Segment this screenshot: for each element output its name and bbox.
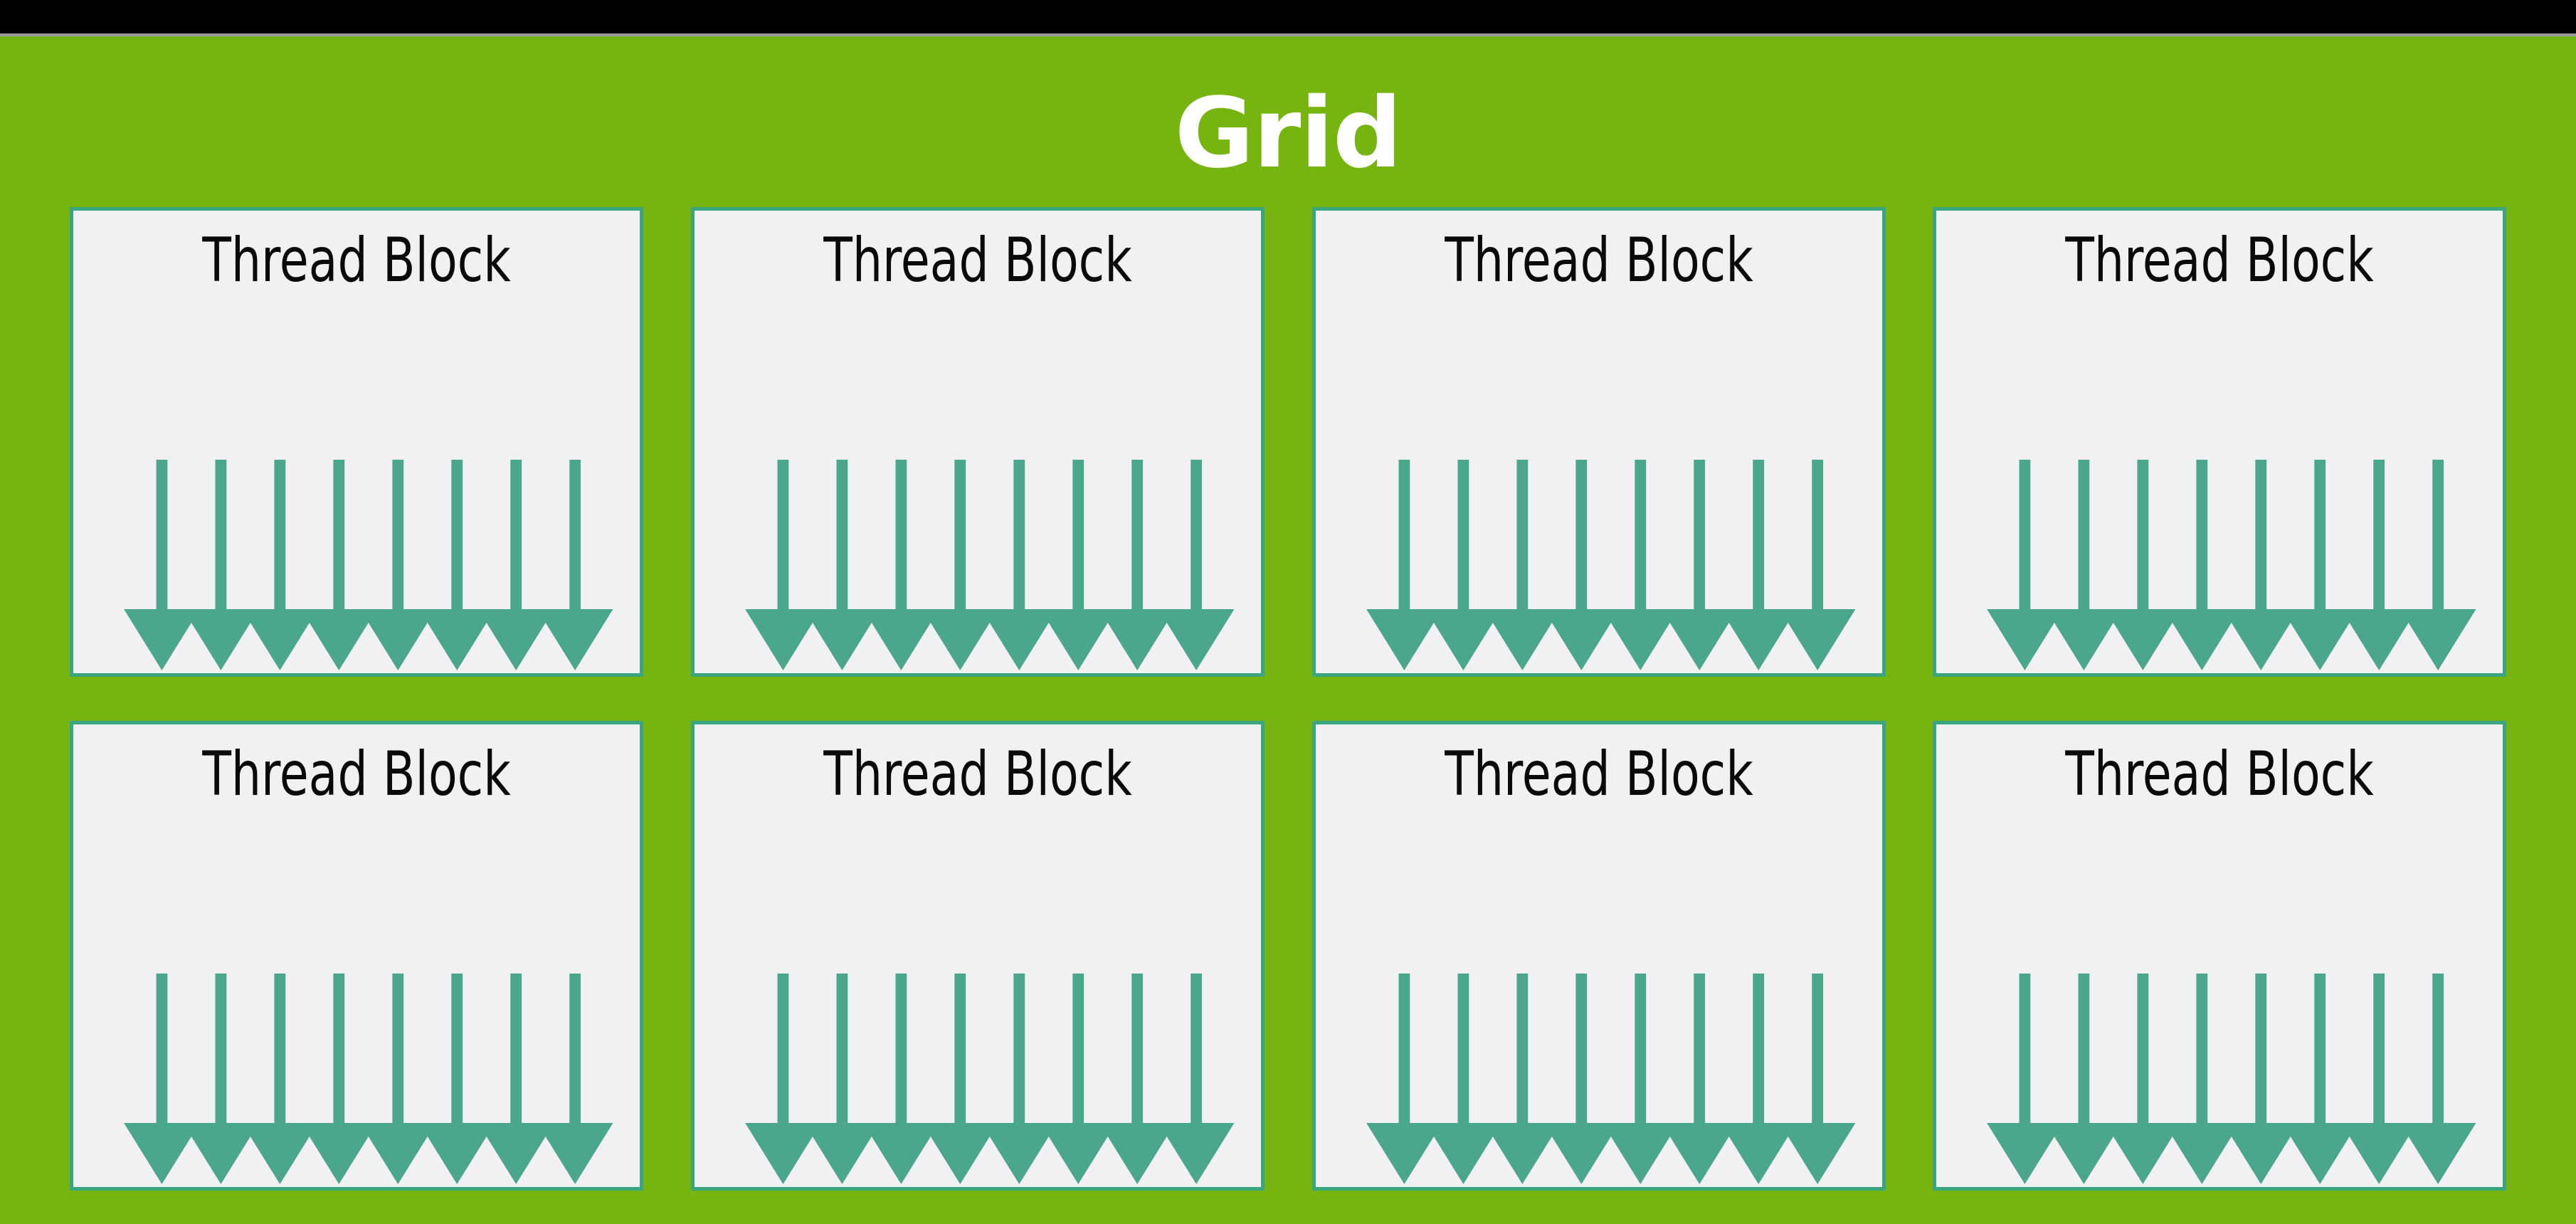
thread-arrow-group (1936, 460, 2503, 673)
thread-arrow-icon (1040, 460, 1117, 670)
thread-arrow-icon (1661, 460, 1738, 670)
thread-block-label: Thread Block (823, 225, 1132, 296)
top-black-bar (0, 0, 2576, 33)
thread-arrow-icon (359, 460, 436, 670)
thread-arrow-icon (1779, 974, 1856, 1184)
thread-arrow-icon (1158, 974, 1235, 1184)
thread-block-card[interactable]: Thread Block (1933, 721, 2506, 1191)
thread-arrow-icon (1543, 460, 1620, 670)
thread-arrow-icon (922, 974, 998, 1184)
thread-arrow-icon (300, 974, 377, 1184)
thread-arrow-icon (2340, 460, 2417, 670)
thread-arrow-group (73, 974, 640, 1187)
thread-block-card[interactable]: Thread Block (70, 721, 643, 1191)
thread-block-card[interactable]: Thread Block (691, 207, 1265, 677)
thread-arrow-icon (1158, 460, 1235, 670)
thread-arrow-icon (2163, 974, 2240, 1184)
thread-block-label: Thread Block (1445, 225, 1753, 296)
thread-arrow-icon (242, 460, 318, 670)
thread-block-label: Thread Block (1445, 739, 1753, 810)
thread-arrow-icon (2281, 974, 2358, 1184)
thread-arrow-icon (863, 460, 939, 670)
thread-arrow-icon (1779, 460, 1856, 670)
thread-arrow-icon (1720, 974, 1797, 1184)
thread-block-row: Thread Block (70, 207, 2506, 677)
thread-arrow-icon (183, 974, 259, 1184)
thread-arrow-icon (300, 460, 377, 670)
thread-arrow-icon (1987, 460, 2063, 670)
thread-block-row: Thread Block (70, 721, 2506, 1191)
thread-arrow-icon (2046, 974, 2122, 1184)
thread-arrow-group (73, 460, 640, 673)
thread-arrow-icon (1720, 460, 1797, 670)
thread-arrow-icon (2281, 460, 2358, 670)
thread-arrow-icon (1484, 974, 1561, 1184)
thread-arrow-icon (981, 974, 1057, 1184)
thread-arrow-icon (2340, 974, 2417, 1184)
thread-arrow-icon (124, 974, 200, 1184)
thread-arrow-icon (1366, 460, 1442, 670)
thread-arrow-icon (183, 460, 259, 670)
thread-block-card[interactable]: Thread Block (691, 721, 1265, 1191)
thread-arrow-icon (418, 974, 495, 1184)
thread-arrow-icon (537, 460, 613, 670)
thread-arrow-icon (2222, 460, 2299, 670)
thread-block-card[interactable]: Thread Block (1312, 721, 1886, 1191)
thread-block-label: Thread Block (202, 225, 511, 296)
thread-arrow-icon (242, 974, 318, 1184)
thread-block-label: Thread Block (2065, 739, 2374, 810)
top-divider-rule (0, 33, 2576, 36)
thread-arrow-icon (1425, 974, 1501, 1184)
thread-arrow-group (1936, 974, 2503, 1187)
thread-arrow-icon (1040, 974, 1117, 1184)
thread-arrow-icon (1425, 460, 1501, 670)
thread-arrow-group (695, 974, 1261, 1187)
thread-block-card[interactable]: Thread Block (1312, 207, 1886, 677)
thread-arrow-icon (1099, 460, 1176, 670)
thread-arrow-icon (359, 974, 436, 1184)
thread-arrow-icon (863, 974, 939, 1184)
thread-arrow-icon (2400, 974, 2476, 1184)
thread-arrow-icon (804, 460, 880, 670)
thread-arrow-icon (1602, 460, 1679, 670)
grid-container: Grid Thread Block (0, 36, 2576, 1224)
thread-arrow-icon (745, 460, 821, 670)
thread-arrow-group (1316, 974, 1882, 1187)
thread-arrow-group (1316, 460, 1882, 673)
thread-block-label: Thread Block (2065, 225, 2374, 296)
thread-block-card[interactable]: Thread Block (1933, 207, 2506, 677)
thread-arrow-icon (1543, 974, 1620, 1184)
thread-arrow-icon (2400, 460, 2476, 670)
thread-arrow-group (695, 460, 1261, 673)
thread-arrow-icon (2163, 460, 2240, 670)
thread-arrow-icon (477, 460, 554, 670)
thread-block-card[interactable]: Thread Block (70, 207, 643, 677)
thread-arrow-icon (745, 974, 821, 1184)
thread-arrow-icon (2046, 460, 2122, 670)
thread-arrow-icon (922, 460, 998, 670)
thread-arrow-icon (2222, 974, 2299, 1184)
thread-arrow-icon (1366, 974, 1442, 1184)
thread-arrow-icon (418, 460, 495, 670)
thread-arrow-icon (804, 974, 880, 1184)
thread-block-area: Thread Block (70, 207, 2506, 1224)
thread-arrow-icon (1484, 460, 1561, 670)
thread-arrow-icon (981, 460, 1057, 670)
thread-arrow-icon (1602, 974, 1679, 1184)
thread-arrow-icon (124, 460, 200, 670)
thread-block-label: Thread Block (823, 739, 1132, 810)
thread-arrow-icon (537, 974, 613, 1184)
thread-arrow-icon (1099, 974, 1176, 1184)
grid-title: Grid (1174, 78, 1403, 190)
thread-block-label: Thread Block (202, 739, 511, 810)
thread-arrow-icon (2105, 460, 2181, 670)
thread-arrow-icon (2105, 974, 2181, 1184)
thread-arrow-icon (1661, 974, 1738, 1184)
thread-arrow-icon (1987, 974, 2063, 1184)
thread-arrow-icon (477, 974, 554, 1184)
